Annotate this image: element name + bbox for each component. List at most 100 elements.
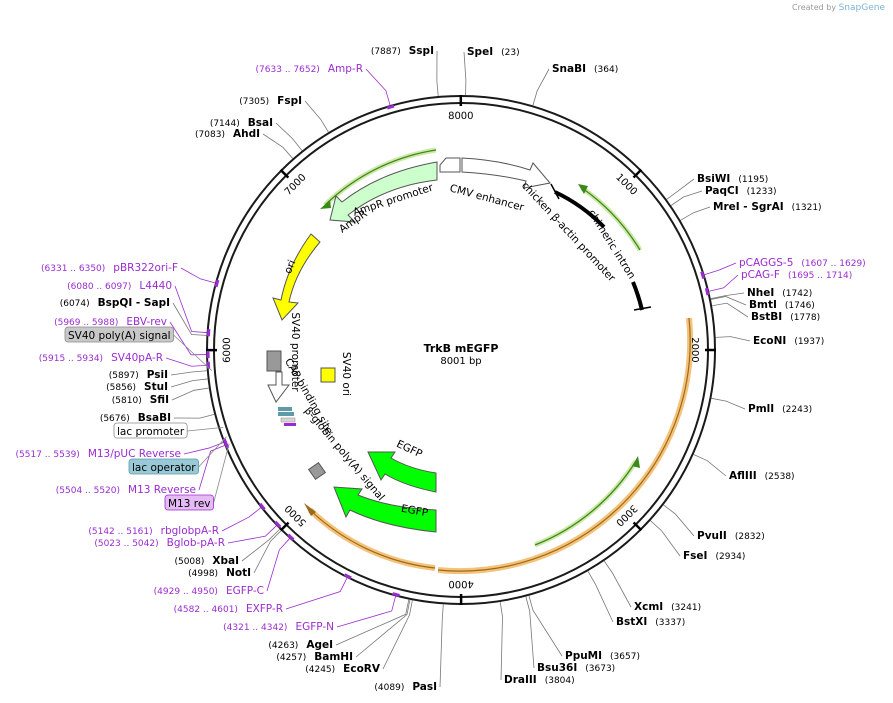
primer-label: (5142 .. 5161)rbglobpA-R — [88, 525, 219, 537]
site-label: BmtI(1746) — [749, 299, 815, 311]
primer-mark — [287, 533, 295, 541]
feature-label: SV40 promoter — [289, 312, 301, 392]
site-label: (7083)AhdI — [195, 128, 260, 140]
label-name: FseI — [683, 550, 707, 562]
primer-leader-line — [365, 68, 391, 106]
primer-leader-line — [183, 442, 224, 455]
label-position: (2243) — [782, 405, 812, 415]
label-position: (1778) — [790, 313, 820, 323]
primer-mark — [343, 573, 352, 580]
site-label: (4998)NotI — [188, 567, 251, 579]
primer-label: (4929 .. 4950)EGFP-C — [154, 585, 264, 597]
label-name: BstXI — [616, 616, 647, 628]
label-position: (4582 .. 4601) — [174, 605, 238, 615]
label-name: BstBI — [751, 311, 782, 323]
site-leader-line — [712, 302, 749, 318]
label-position: (5810) — [112, 396, 142, 406]
site-label: (5676)BsaBI — [100, 412, 171, 424]
feature-label: EGFP — [400, 503, 429, 520]
label-position: (4929 .. 4950) — [154, 587, 218, 597]
feature-box — [113, 422, 188, 439]
primer-mark — [214, 279, 220, 288]
tick-mark — [632, 521, 643, 532]
site-leader-line — [710, 296, 747, 306]
primer-leader-line — [704, 262, 737, 275]
site-leader-line — [262, 133, 293, 159]
site-label: BsiWI(1195) — [697, 173, 768, 185]
feature-arrows — [266, 147, 694, 575]
primer-leader-line — [198, 445, 225, 491]
chimeric-intron-arc — [631, 281, 644, 311]
label-position: (5969 .. 5988) — [54, 318, 118, 328]
plasmid-title: TrkB mEGFP — [424, 342, 499, 355]
site-leader-line — [525, 596, 535, 669]
label-name: M13 Reverse — [128, 484, 196, 496]
bp-ticks — [205, 94, 717, 606]
site-label: BstBI (1778) — [751, 311, 820, 323]
label-position: (5676) — [100, 414, 130, 424]
label-position: (7305) — [239, 97, 269, 107]
cap-binding-block-1 — [278, 407, 292, 411]
site-leader-line — [499, 601, 503, 681]
site-label: XcmI(3241) — [634, 601, 701, 613]
site-label: PmlI(2243) — [748, 403, 812, 415]
label-position: (4089) — [374, 683, 404, 693]
label-name: SpeI — [467, 46, 493, 58]
label-name: StuI — [144, 381, 168, 393]
label-position: (1195) — [738, 175, 768, 185]
site-label: (6074)BspQI - SapI — [60, 297, 170, 309]
site-leader-line — [335, 599, 410, 646]
label-position: (23) — [501, 48, 519, 58]
label-position: (4245) — [305, 665, 335, 675]
site-leader-line — [463, 51, 467, 96]
chicken-beta-actin-promoter-arc — [554, 190, 606, 229]
feature-label: SV40 ori — [340, 352, 352, 396]
boxed-feature-label: lac operator — [128, 458, 200, 475]
tick-mark — [279, 521, 290, 532]
primer-leader-line — [169, 321, 207, 356]
label-name: PvuII — [697, 530, 727, 542]
primer-mark — [392, 592, 400, 597]
label-name: EcoRV — [343, 663, 381, 675]
site-leader-line — [253, 530, 282, 574]
label-name: EGFP-N — [295, 621, 334, 633]
label-name: BsaI — [248, 117, 273, 129]
primer-mark — [223, 440, 230, 449]
feature-label: CMV enhancer — [448, 182, 525, 214]
label-name: BamHI — [314, 651, 353, 663]
site-label: BstXI(3337) — [616, 616, 685, 628]
primer-label: (5517 .. 5539)M13/pUC Reverse — [16, 448, 181, 460]
site-label: AflIII(2538) — [729, 470, 795, 482]
site-label: (7144)BsaI — [210, 117, 273, 129]
primer-leader-line — [227, 525, 277, 544]
primer-label: (4582 .. 4601)EXFP-R — [174, 603, 283, 615]
site-leader-line — [275, 122, 303, 151]
primer-leader-line — [709, 274, 739, 292]
label-position: (1742) — [782, 289, 812, 299]
label-position: (1695 .. 1714) — [788, 271, 852, 281]
boxed-feature-label: M13 rev — [164, 494, 214, 511]
label-name: M13/pUC Reverse — [88, 448, 181, 460]
label-position: (1937) — [794, 337, 824, 347]
label-position: (7633 .. 7652) — [256, 65, 320, 75]
label-position: (364) — [594, 65, 618, 75]
site-leader-line — [670, 190, 703, 206]
label-position: (5856) — [106, 383, 136, 393]
feature-leader-line — [173, 334, 213, 372]
primer-label: pCAG-F(1695 .. 1714) — [741, 269, 852, 281]
site-leader-line — [711, 397, 746, 410]
site-leader-line — [355, 599, 411, 658]
globin-polya-block — [307, 461, 327, 481]
site-leader-line — [439, 604, 444, 688]
site-label: NheI(1742) — [747, 287, 812, 299]
label-name: DraIII — [504, 674, 537, 686]
ampr-promoter-arrow — [439, 157, 461, 173]
site-label: (5897)PsiI — [109, 369, 168, 381]
site-label: MreI - SgrAI(1321) — [713, 201, 822, 213]
primer-leader-line — [285, 577, 348, 610]
boxed-feature-label: SV40 poly(A) signal — [64, 326, 174, 343]
site-leader-line — [173, 413, 215, 419]
feature-leader-line — [198, 436, 227, 468]
label-name: SspI — [409, 45, 434, 57]
